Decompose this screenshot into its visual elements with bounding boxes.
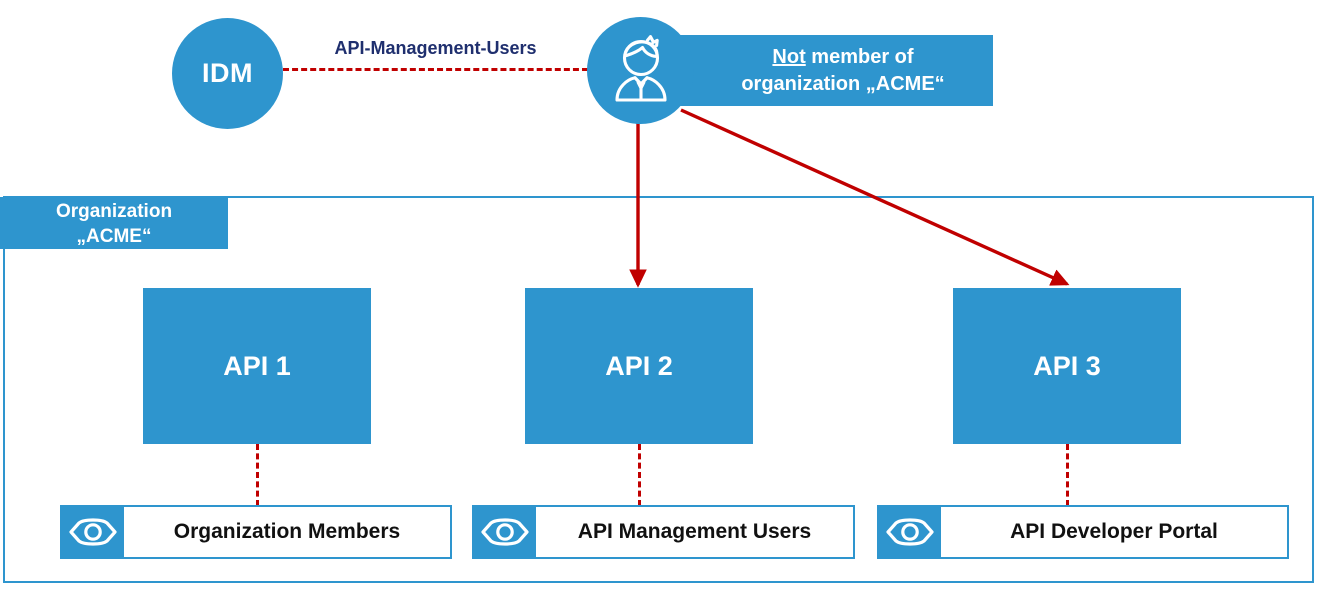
api3-visibility-connector [1066, 444, 1069, 506]
idm-node[interactable]: IDM [172, 18, 283, 129]
callout-emphasis: Not [772, 45, 806, 68]
api-box-2[interactable]: API 2 [525, 288, 753, 444]
organization-label-line2: „ACME“ [76, 226, 152, 247]
person-user-icon [614, 34, 667, 102]
callout-line-2: organization „ACME“ [741, 72, 945, 95]
visibility-box-1[interactable]: Organization Members [60, 505, 452, 559]
organization-label-line1: Organization [55, 201, 173, 222]
idm-user-connector-label: API-Management-Users [334, 38, 537, 58]
callout-shape-icon [669, 35, 993, 106]
eye-icon-glyph [69, 518, 117, 546]
api-box-3[interactable]: API 3 [953, 288, 1181, 444]
organization-label-tab: Organization „ACME“ [0, 197, 228, 249]
callout-line-1: Not member of [699, 44, 987, 71]
user-node[interactable] [587, 17, 694, 124]
visibility-box-2[interactable]: API Management Users [472, 505, 855, 559]
idm-user-dashed-connector [283, 68, 588, 71]
api1-visibility-connector [256, 444, 259, 506]
eye-icon [62, 507, 124, 557]
eye-icon-glyph [481, 518, 529, 546]
eye-icon [474, 507, 536, 557]
visibility-box-2-label: API Management Users [577, 520, 812, 543]
callout-line1-rest: member of [805, 45, 914, 68]
not-member-callout: Not member of organization „ACME“ [669, 35, 993, 106]
eye-icon [879, 507, 941, 557]
api-box-1[interactable]: API 1 [143, 288, 371, 444]
api-box-3-label: API 3 [1033, 350, 1101, 381]
visibility-box-1-label: Organization Members [173, 520, 401, 543]
api2-visibility-connector [638, 444, 641, 506]
api-box-1-label: API 1 [223, 350, 291, 381]
callout-text: Not member of organization „ACME“ [699, 44, 987, 98]
organization-container [3, 196, 1314, 583]
api-box-2-label: API 2 [605, 350, 673, 381]
visibility-box-3[interactable]: API Developer Portal [877, 505, 1289, 559]
idm-node-label: IDM [202, 58, 253, 88]
eye-icon-glyph [886, 518, 934, 546]
visibility-box-3-label: API Developer Portal [1010, 520, 1218, 543]
